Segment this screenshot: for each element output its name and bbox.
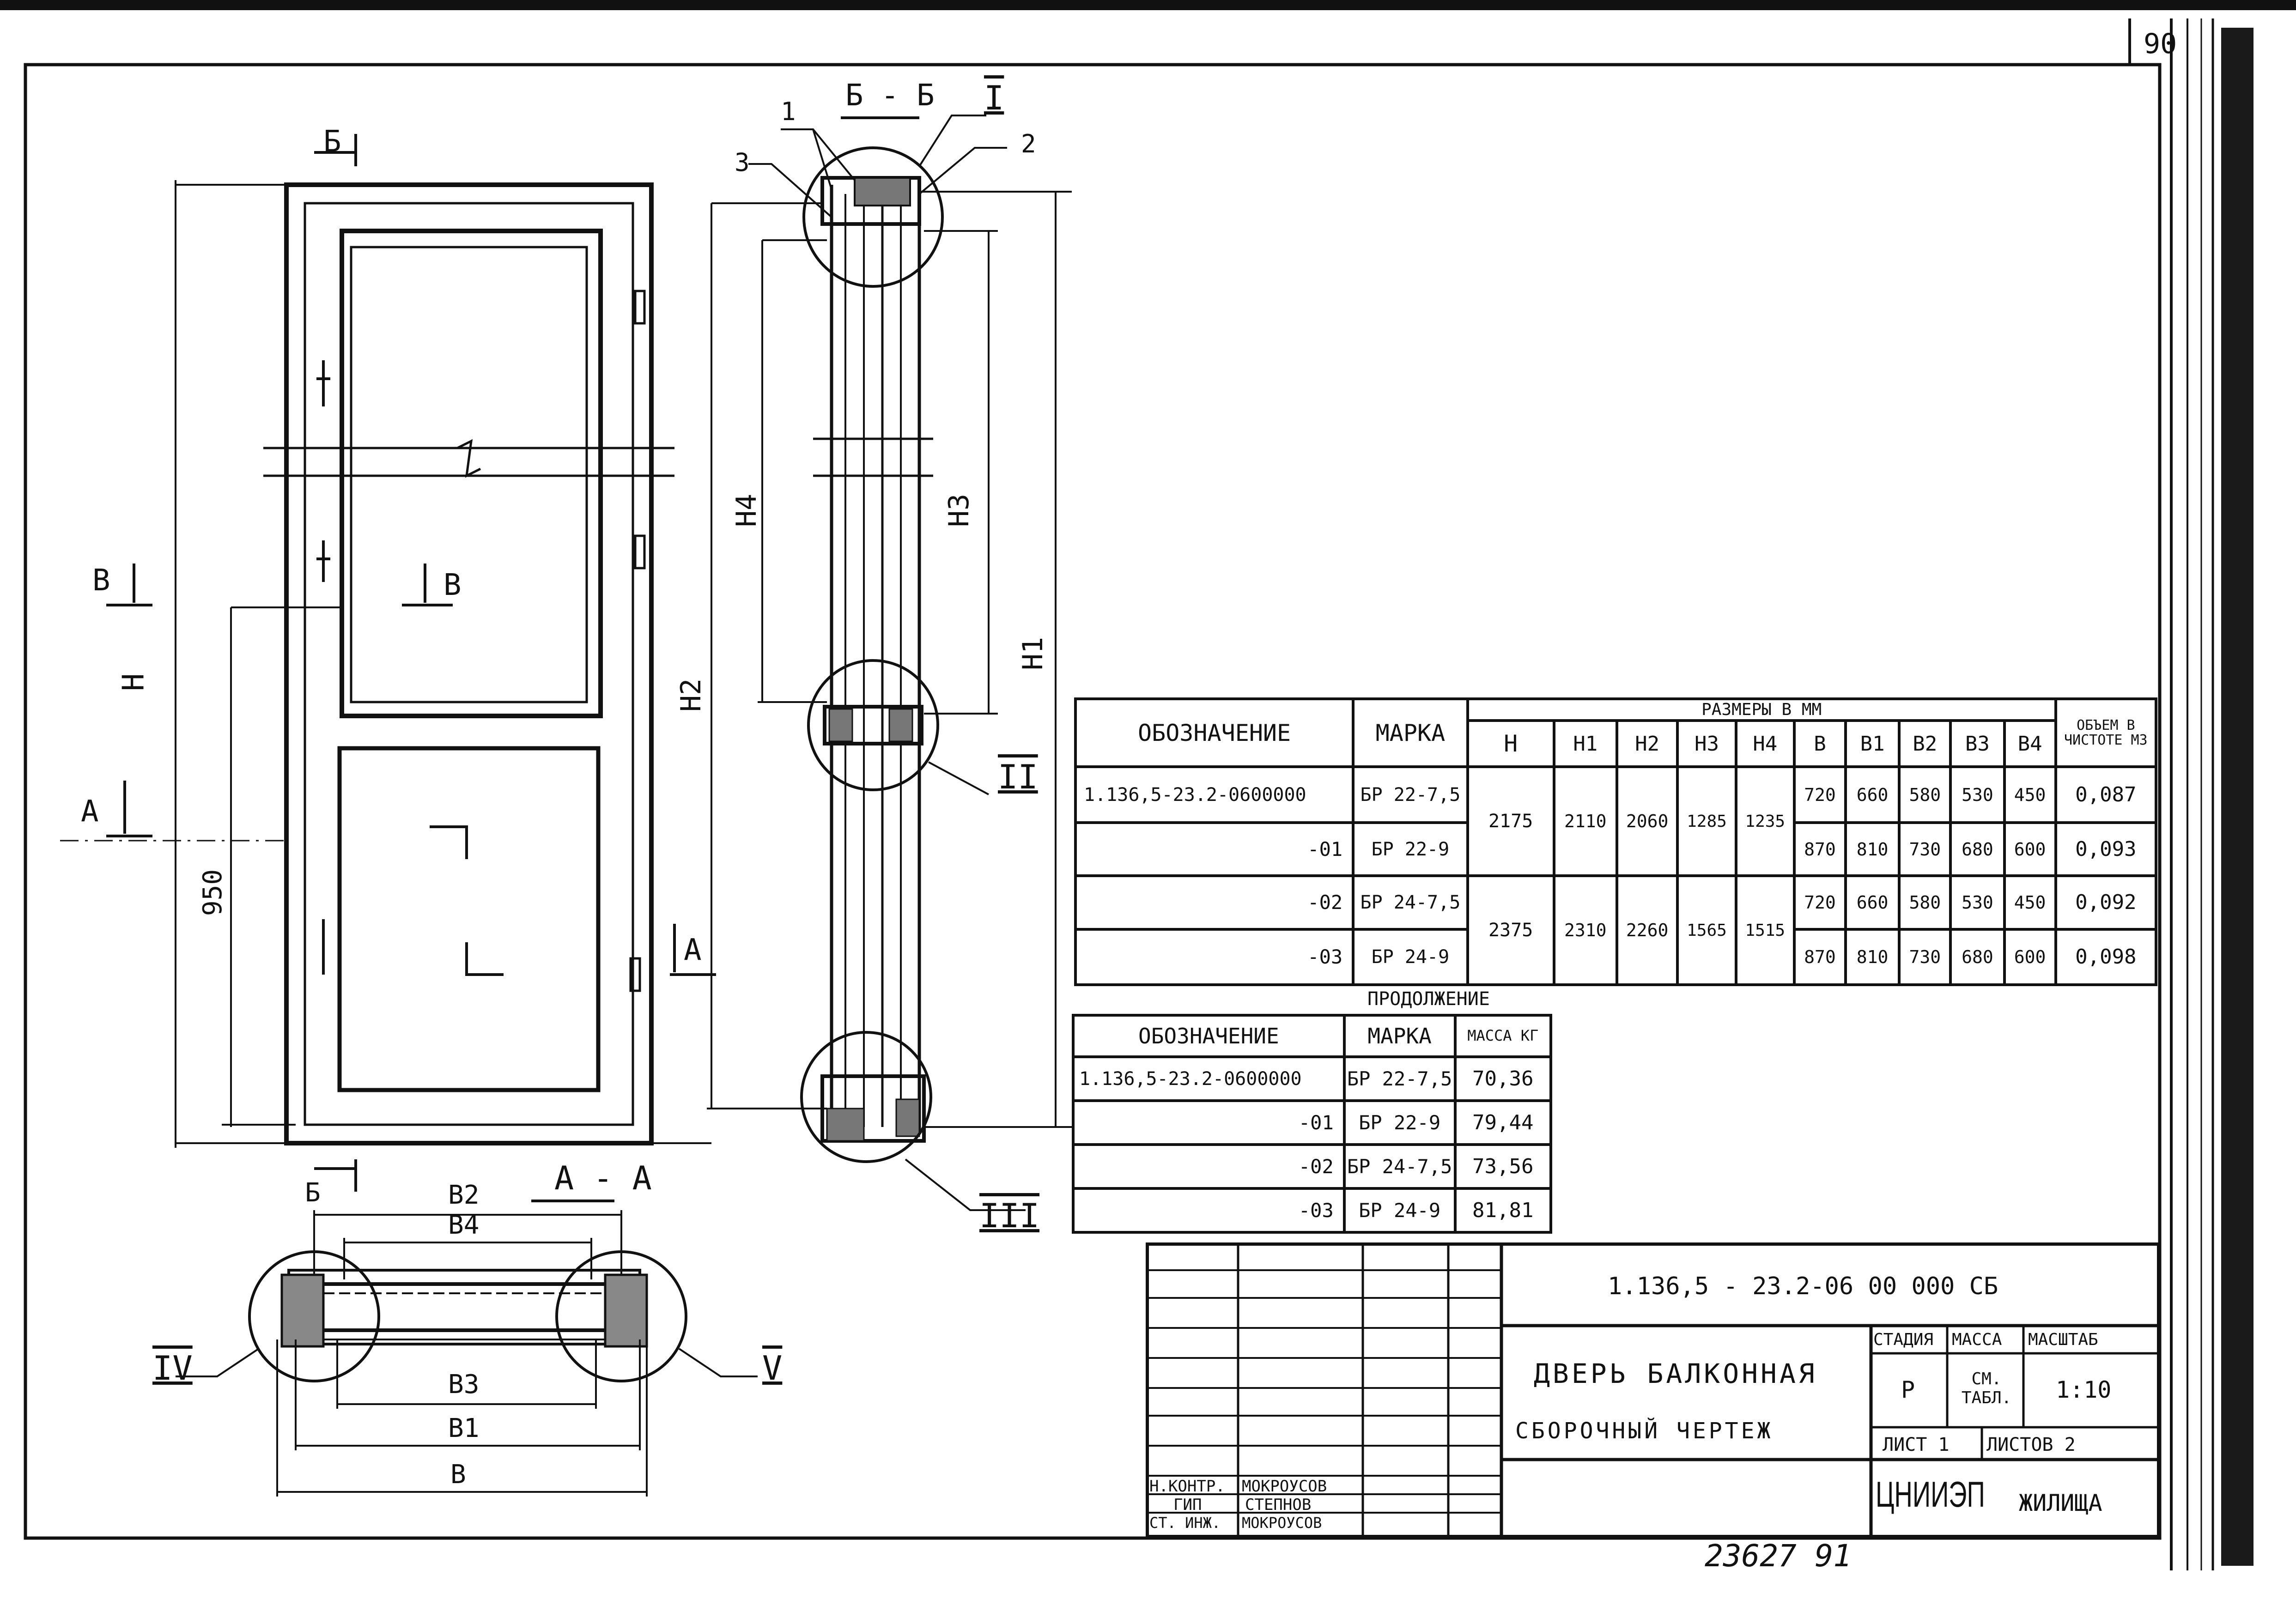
section-bb-title: Б - Б	[845, 79, 935, 113]
section-bb-drawing	[800, 146, 944, 1163]
dim-label-b: В	[450, 1460, 466, 1490]
elevation-dimensions	[60, 134, 716, 1192]
dim-label-h1: Н1	[1017, 636, 1050, 671]
node-i: I	[984, 79, 1004, 117]
callout-1: 1	[781, 97, 796, 126]
table-row: -03 БР 24-9 81,81	[1072, 1187, 1552, 1234]
section-mark-v-left: В	[92, 564, 110, 598]
col-header-marka: МАРКА	[1342, 1014, 1457, 1058]
node-iii: III	[979, 1196, 1040, 1235]
mass-value: СМ. ТАБЛ.	[1961, 1369, 2012, 1407]
callout-2: 2	[1021, 129, 1036, 158]
mass-label: МАССА	[1952, 1330, 2002, 1349]
dim-label-h3: Н3	[943, 493, 976, 527]
col-header-b1: В1	[1844, 719, 1901, 769]
table-row: -02 БР 24-7,5 2375 2310 2260 1565 1515 7…	[1074, 874, 2158, 986]
col-header-h1: Н1	[1552, 719, 1618, 769]
signer-name: МОКРОУСОВ	[1242, 1514, 1322, 1532]
scale-value: 1:10	[2056, 1376, 2112, 1403]
dim-label-950: 950	[198, 869, 228, 916]
signer-role: Н.КОНТР.	[1149, 1477, 1225, 1496]
col-header-h4: Н4	[1734, 719, 1796, 769]
dim-label-b2: В2	[448, 1180, 480, 1210]
section-aa-dimensions	[176, 1210, 758, 1497]
col-group-razmery: РАЗМЕРЫ В ММ	[1466, 697, 2057, 722]
table-row: 1.136,5-23.2-0600000 БР 22-7,5 70,36	[1072, 1055, 1552, 1102]
col-header-volume: ОБЪЕМ В ЧИСТОТЕ М3	[2054, 697, 2158, 769]
table-row: 1.136,5-23.2-0600000 БР 22-7,5 2175 2110…	[1074, 765, 2158, 878]
col-header-oboz: ОБОЗНАЧЕНИЕ	[1074, 697, 1355, 769]
sheets-total: ЛИСТОВ 2	[1986, 1434, 2076, 1455]
dim-label-b1: В1	[448, 1413, 480, 1443]
table-row: -03 БР 24-9 870 810 730 680 600 0,098	[1074, 927, 2158, 987]
page-number: 90	[2144, 28, 2177, 60]
dim-label-b3: В3	[448, 1369, 480, 1400]
signer-name: СТЕПНОВ	[1245, 1496, 1312, 1514]
scale-label: МАСШТАБ	[2028, 1330, 2098, 1349]
sheet-frame	[24, 63, 2162, 1540]
signer-name: МОКРОУСОВ	[1242, 1477, 1327, 1496]
dim-label-h2: Н2	[675, 678, 708, 712]
section-mark-v-right: В	[443, 568, 462, 602]
node-ii: II	[998, 757, 1038, 796]
scan-edge-top	[0, 0, 2296, 10]
signer-role: ГИП	[1173, 1496, 1202, 1514]
section-aa-mark-b: Б	[305, 1178, 321, 1208]
col-header-b: В	[1792, 719, 1847, 769]
binding-strip	[2170, 18, 2253, 1570]
stage-value: Р	[1901, 1376, 1915, 1403]
col-header-b2: В2	[1898, 719, 1952, 769]
table-row: -01 БР 22-9 79,44	[1072, 1099, 1552, 1146]
section-bb-dimensions	[707, 115, 1072, 1211]
node-v: V	[762, 1349, 783, 1388]
title-block-grid	[1146, 1242, 2160, 1538]
mass-table: ОБОЗНАЧЕНИЕ МАРКА МАССА КГ 1.136,5-23.2-…	[1072, 1014, 1552, 1234]
col-header-b3: В3	[1949, 719, 2006, 769]
doc-name-line2: СБОРОЧНЫЙ ЧЕРТЕЖ	[1515, 1418, 1774, 1444]
dim-label-b4: В4	[448, 1210, 480, 1240]
col-header-oboz: ОБОЗНАЧЕНИЕ	[1072, 1014, 1346, 1058]
dim-label-h: Н	[116, 673, 151, 691]
doc-name-line1: ДВЕРЬ БАЛКОННАЯ	[1534, 1358, 1817, 1389]
sheet-number: ЛИСТ 1	[1883, 1434, 1950, 1455]
archive-number: 23627 91	[1705, 1538, 1852, 1574]
col-header-h2: Н2	[1615, 719, 1679, 769]
stage-label: СТАДИЯ	[1873, 1330, 1934, 1349]
callout-3: 3	[735, 148, 750, 177]
door-elevation	[263, 182, 674, 1145]
col-header-b4: В4	[2003, 719, 2057, 769]
col-header-h: Н	[1466, 719, 1555, 769]
section-aa-title: А - А	[554, 1159, 652, 1197]
org-logo: ЦНИИЭП	[1876, 1474, 1985, 1515]
dim-label-h4: Н4	[730, 493, 763, 527]
section-mark-b-top: Б	[323, 125, 341, 159]
col-header-h3: Н3	[1676, 719, 1737, 769]
table-row: -02 БР 24-7,5 73,56	[1072, 1143, 1552, 1190]
col-header-marka: МАРКА	[1352, 697, 1469, 769]
col-header-mass: МАССА КГ	[1453, 1014, 1552, 1058]
node-iv: IV	[152, 1349, 193, 1388]
org-suffix: ЖИЛИЩА	[2019, 1490, 2102, 1516]
signer-role: СТ. ИНЖ.	[1149, 1514, 1221, 1532]
mass-table-caption: ПРОДОЛЖЕНИЕ	[1367, 988, 1490, 1010]
section-mark-a-right: А	[684, 933, 702, 967]
dimensions-table: ОБОЗНАЧЕНИЕ МАРКА РАЗМЕРЫ В ММ ОБЪЕМ В Ч…	[1074, 697, 2158, 987]
doc-code: 1.136,5 - 23.2-06 00 000 СБ	[1608, 1273, 1998, 1300]
section-mark-a-left: А	[81, 794, 99, 829]
table-row: -01 БР 22-9 870 810 730 680 600 0,093	[1074, 821, 2158, 878]
